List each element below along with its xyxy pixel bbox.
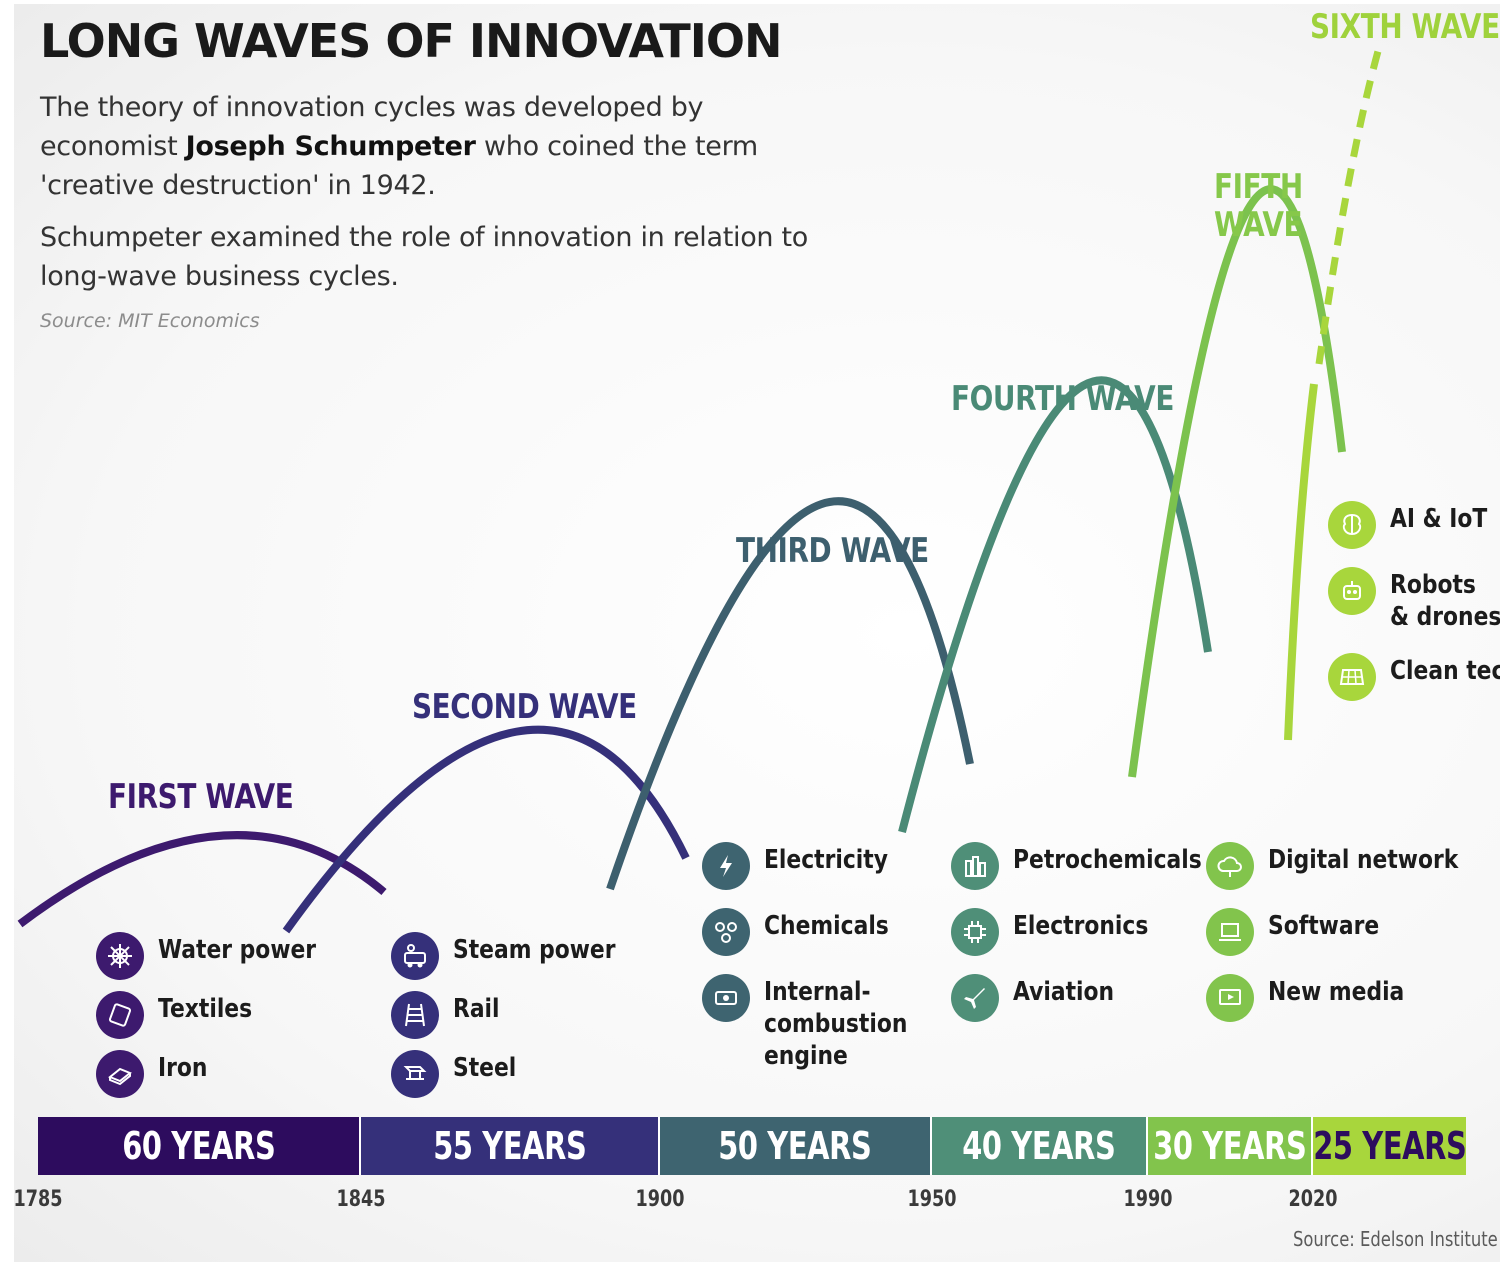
wave-curve-third bbox=[606, 497, 974, 891]
airplane-icon bbox=[951, 974, 999, 1022]
wave-label-fourth: FOURTH WAVE bbox=[951, 379, 1174, 419]
steel-beam-icon bbox=[391, 1050, 439, 1098]
tech-item-label: Electronics bbox=[1013, 911, 1149, 941]
wave-curve-sixth-dashed bbox=[1315, 43, 1384, 365]
timeline-band-label: 50 YEARS bbox=[718, 1124, 872, 1168]
intro-text-end: who coined the term 'creative destructio… bbox=[40, 131, 758, 201]
media-screen-icon bbox=[1206, 974, 1254, 1022]
wave-curve-fourth bbox=[898, 376, 1212, 834]
wave-label-second: SECOND WAVE bbox=[412, 687, 637, 727]
timeline-band: 40 YEARS bbox=[932, 1117, 1148, 1175]
tech-item-label: Iron bbox=[158, 1053, 208, 1083]
timeline-band-label: 25 YEARS bbox=[1313, 1124, 1466, 1168]
refinery-icon bbox=[951, 842, 999, 890]
tech-item-label: Internal- combustion engine bbox=[764, 977, 908, 1071]
wave-label-first: FIRST WAVE bbox=[108, 777, 294, 817]
timeline-band-label: 55 YEARS bbox=[432, 1124, 587, 1168]
tech-item-label: Chemicals bbox=[764, 911, 889, 941]
timeline-band: 55 YEARS bbox=[361, 1117, 660, 1175]
timeline-band: 30 YEARS bbox=[1148, 1117, 1313, 1175]
timeline-band-label: 30 YEARS bbox=[1152, 1124, 1307, 1168]
solar-panel-icon bbox=[1328, 653, 1376, 701]
iron-bar-icon bbox=[96, 1050, 144, 1098]
brain-chip-icon bbox=[1328, 501, 1376, 549]
tech-item-label: Aviation bbox=[1013, 977, 1115, 1007]
robot-icon bbox=[1328, 567, 1376, 615]
wave-curves bbox=[17, 43, 1384, 934]
wave-curve-sixth bbox=[1284, 383, 1318, 741]
timeline-year: 1990 bbox=[1123, 1187, 1173, 1212]
tech-item-label: Clean tech bbox=[1390, 656, 1500, 686]
tech-item-label: Digital network bbox=[1268, 845, 1459, 875]
timeline-year: 1785 bbox=[14, 1187, 63, 1212]
water-wheel-icon bbox=[96, 932, 144, 980]
wave-label-sixth: SIXTH WAVE bbox=[1310, 7, 1500, 47]
tech-item-label: Rail bbox=[453, 994, 500, 1024]
tech-item-label: New media bbox=[1268, 977, 1405, 1007]
timeline-year: 1950 bbox=[907, 1187, 957, 1212]
timeline-band: 50 YEARS bbox=[660, 1117, 932, 1175]
timeline-band: 25 YEARS bbox=[1313, 1117, 1466, 1175]
intro-paragraph: The theory of innovation cycles was deve… bbox=[40, 88, 840, 205]
timeline-year: 2020 bbox=[1288, 1187, 1338, 1212]
microchip-icon bbox=[951, 908, 999, 956]
cloud-network-icon bbox=[1206, 842, 1254, 890]
tech-item-label: AI & IoT bbox=[1390, 504, 1488, 534]
tech-item-label: Water power bbox=[158, 935, 317, 965]
laptop-icon bbox=[1206, 908, 1254, 956]
molecule-icon bbox=[702, 908, 750, 956]
source-bottom: Source: Edelson Institute bbox=[1293, 1227, 1498, 1251]
steam-engine-icon bbox=[391, 932, 439, 980]
timeline-band-label: 40 YEARS bbox=[962, 1124, 1116, 1168]
infographic: LONG WAVES OF INNOVATION The theory of i… bbox=[14, 4, 1500, 1262]
tech-item-label: Textiles bbox=[158, 994, 253, 1024]
timeline-year: 1900 bbox=[635, 1187, 685, 1212]
tech-item-label: Steel bbox=[453, 1053, 517, 1083]
intro-text-start: The theory of innovation cycles was deve… bbox=[40, 92, 704, 162]
textile-icon bbox=[96, 991, 144, 1039]
wave-label-fifth: FIFTH WAVE bbox=[1214, 167, 1303, 245]
tech-item-label: Electricity bbox=[764, 845, 888, 875]
intro-name: Joseph Schumpeter bbox=[185, 131, 476, 162]
tech-item-label: Steam power bbox=[453, 935, 616, 965]
engine-icon bbox=[702, 974, 750, 1022]
tech-item-label: Robots & drones bbox=[1390, 570, 1500, 632]
timeline-band: 60 YEARS bbox=[38, 1117, 361, 1175]
page-title: LONG WAVES OF INNOVATION bbox=[40, 14, 782, 68]
rail-track-icon bbox=[391, 991, 439, 1039]
tech-item-label: Software bbox=[1268, 911, 1380, 941]
lightning-bolt-icon bbox=[702, 842, 750, 890]
wave-label-third: THIRD WAVE bbox=[736, 531, 929, 571]
wave-curve-fifth bbox=[1128, 185, 1346, 778]
wave-curve-second bbox=[282, 725, 690, 934]
tech-item-label: Petrochemicals bbox=[1013, 845, 1202, 875]
timeline-band-label: 60 YEARS bbox=[121, 1124, 276, 1168]
source-top: Source: MIT Economics bbox=[40, 310, 260, 332]
timeline-year: 1845 bbox=[336, 1187, 386, 1212]
intro-paragraph-2: Schumpeter examined the role of innovati… bbox=[40, 222, 809, 292]
